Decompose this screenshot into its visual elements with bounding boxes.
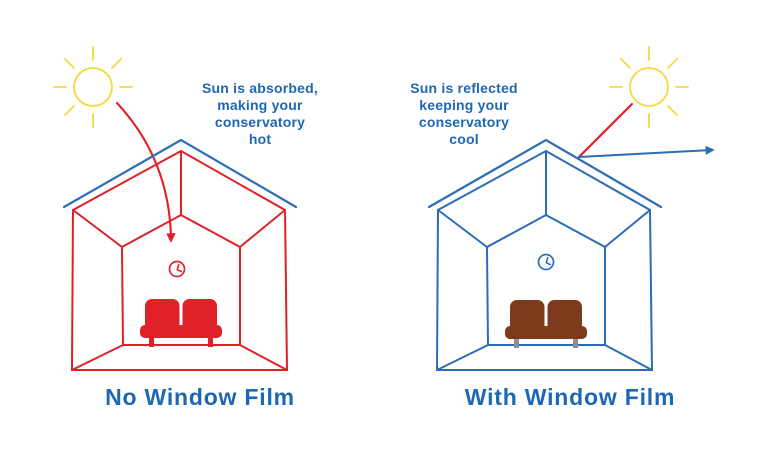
conservatory-outline (70, 149, 289, 371)
clock-hands (545, 256, 551, 266)
roof-film-line (427, 138, 663, 209)
sun-rays (609, 46, 689, 128)
clock-face (537, 253, 555, 271)
outer-frame (435, 149, 654, 371)
sun-icon (609, 46, 689, 128)
inner-back-wall (120, 213, 241, 346)
sun-rays (53, 46, 133, 128)
sofa-leg (149, 338, 154, 347)
sun-disc (629, 67, 669, 107)
annotation-line: hot (248, 131, 272, 147)
sun-beam-icon (577, 102, 634, 159)
sofa-cushion (547, 300, 582, 332)
sun-icon (53, 46, 133, 128)
clock-hands (176, 263, 182, 273)
annotation-line: cool (449, 131, 479, 147)
inner-back-wall (485, 213, 606, 346)
right-panel-graphic (427, 46, 715, 371)
left-house-label: No Window Film (105, 384, 295, 410)
sofa-icon (140, 299, 222, 347)
clock-face (168, 260, 186, 278)
sofa-base (140, 325, 222, 338)
sofa-leg (573, 339, 578, 348)
sofa-cushion (145, 299, 180, 331)
right-annotation: Sun is reflected keeping your conservato… (389, 80, 539, 148)
annotation-line: Sun is absorbed, (202, 80, 318, 96)
annotation-line: Sun is reflected (410, 80, 518, 96)
outer-frame (70, 149, 289, 371)
left-annotation: Sun is absorbed, making your conservator… (185, 80, 335, 148)
sofa-leg (514, 339, 519, 348)
clock-icon (537, 253, 555, 271)
left-panel-graphic (53, 46, 298, 371)
annotation-line: conservatory (418, 114, 510, 130)
sofa-cushion (182, 299, 217, 331)
conservatory-outline (435, 149, 654, 371)
clock-icon (168, 260, 186, 278)
roof-film-line (62, 138, 298, 209)
sofa-icon (505, 300, 587, 348)
annotation-line: conservatory (214, 114, 306, 130)
annotation-line: keeping your (419, 97, 509, 113)
sofa-base (505, 326, 587, 339)
reflected-arrow-icon (578, 145, 715, 158)
sun-disc (73, 67, 113, 107)
right-house-label: With Window Film (464, 384, 676, 410)
sofa-leg (208, 338, 213, 347)
perspective-edges (71, 151, 288, 371)
perspective-edges (436, 151, 653, 371)
annotation-line: making your (217, 97, 303, 113)
sofa-cushion (510, 300, 545, 332)
